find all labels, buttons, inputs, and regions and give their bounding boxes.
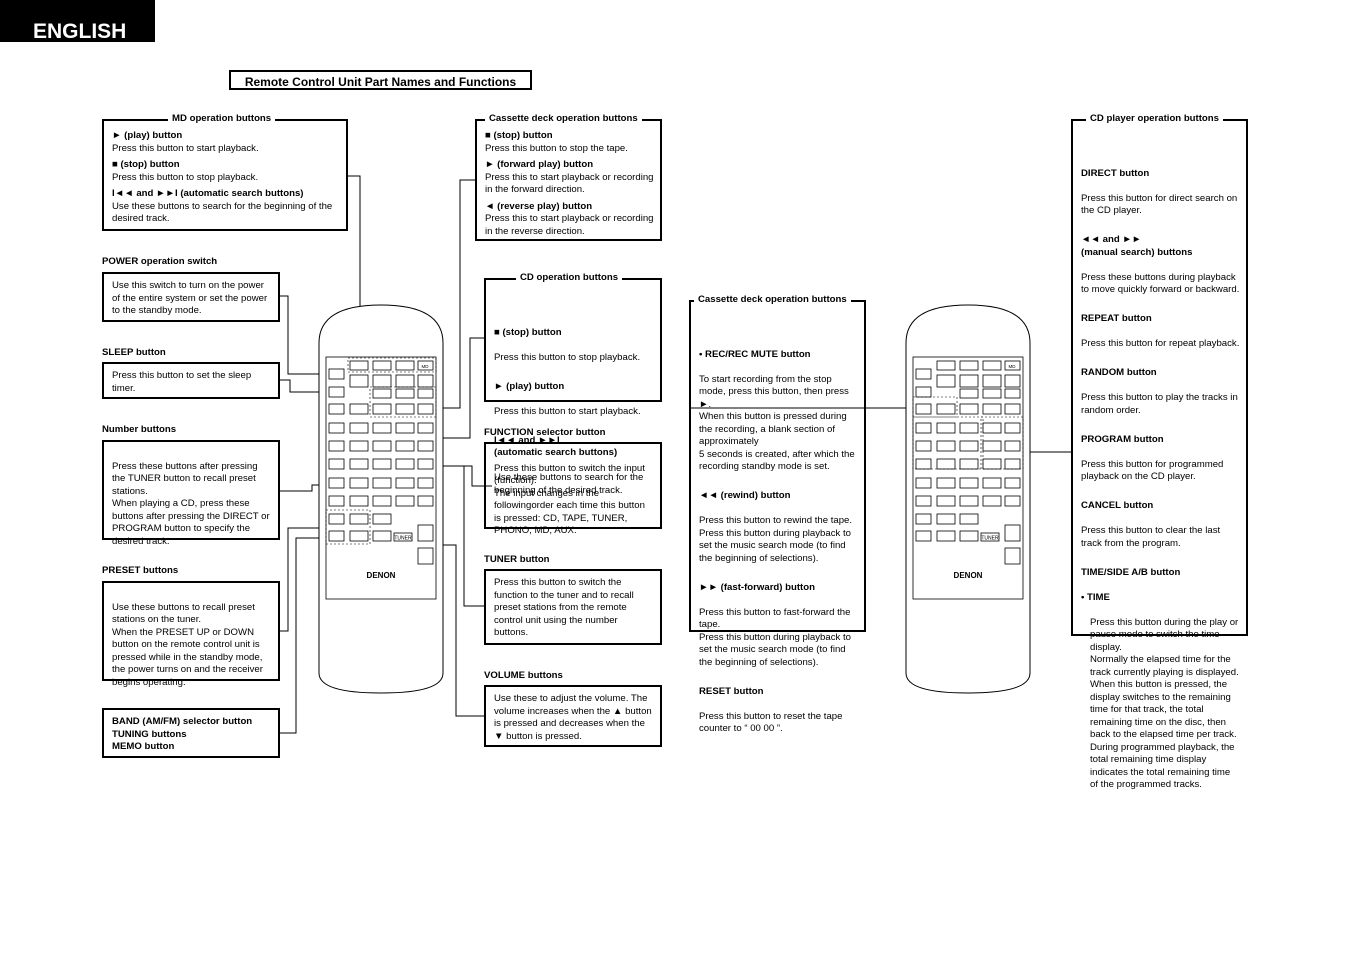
language-tab: ENGLISH [0, 0, 155, 42]
cdplayer-item-head: TIME/SIDE A/B button [1081, 566, 1181, 578]
remote-tuner-key: TUNER [394, 536, 412, 542]
cd-item-head: I◄◄ and ►►I (automatic search buttons) [494, 434, 618, 459]
function-box: Press this button to switch the input (f… [484, 442, 662, 536]
tuner-text: Press this button to switch the function… [494, 577, 634, 638]
cd-operation-box: CD operation buttons ■ (stop) button Pre… [484, 272, 662, 496]
language-label: ENGLISH [33, 20, 127, 43]
cdplayer-item-head: CANCEL button [1081, 500, 1154, 511]
md-item-text: Press this button to stop playback. [112, 171, 259, 183]
cd-player-operation-box: CD player operation buttons DIRECT butto… [1071, 113, 1248, 790]
sleep-label: SLEEP button [102, 347, 166, 358]
md-item-head: I◄◄ and ►►I (automatic search buttons) [112, 188, 304, 199]
cd-item-text: Press this button to stop playback. [494, 351, 641, 363]
cdplayer-item-text: Press these buttons during playback to m… [1081, 271, 1240, 296]
cassette2-item-text: Press this button to fast-forward the ta… [699, 606, 851, 668]
number-text: Press these buttons after pressing the T… [112, 460, 270, 547]
function-text: Press this button to switch the input (f… [494, 462, 645, 537]
cdplayer-item-text: Press this button for direct search on t… [1081, 192, 1238, 217]
tuner-box: Press this button to switch the function… [484, 569, 662, 645]
md-item-text: Use these buttons to search for the begi… [112, 200, 333, 225]
cd-operation-title: CD operation buttons [516, 272, 623, 285]
page-title: Remote Control Unit Part Names and Funct… [229, 70, 532, 90]
cdplayer-item-head: ◄◄ and ►► (manual search) buttons [1081, 234, 1193, 258]
cd-item-head: ■ (stop) button [494, 326, 562, 338]
preset-box: Use these buttons to recall preset stati… [102, 581, 280, 688]
tuner-label: TUNER button [484, 554, 550, 565]
cassette2-item-head: • REC/REC MUTE button [699, 348, 811, 360]
cassette-item-text: Press this button to stop the tape. [485, 142, 628, 154]
cd-item-head: ► (play) button [494, 380, 565, 392]
cdplayer-item-text: Press this button to play the tracks in … [1081, 392, 1238, 416]
cassette-item-head: ◄ (reverse play) button [485, 200, 593, 212]
cdplayer-time-text: Press this button during the play or pau… [1090, 616, 1239, 791]
cassette-item-text: Press this to start playback or recordin… [485, 171, 654, 196]
cassette-operation-title-2: Cassette deck operation buttons [694, 294, 851, 307]
remote-illustration-left: TUNER MD DENON [318, 304, 444, 694]
volume-box: Use these to adjust the volume. The volu… [484, 685, 662, 747]
cassette-item-head: ► (forward play) button [485, 159, 594, 170]
volume-label: VOLUME buttons [484, 670, 563, 681]
cdplayer-item-text: Press this button to clear the last trac… [1081, 525, 1221, 549]
cd-player-operation-title: CD player operation buttons [1086, 113, 1223, 126]
power-label: POWER operation switch [102, 256, 218, 267]
number-box: Press these buttons after pressing the T… [102, 440, 280, 547]
band-line: TUNING buttons [112, 728, 187, 740]
cd-item-text: Use these buttons to search for the begi… [494, 472, 644, 496]
preset-text: Use these buttons to recall preset stati… [112, 601, 263, 688]
cdplayer-item-text: Press this button for programmed playbac… [1081, 458, 1224, 483]
band-box: BAND (AM/FM) selector button TUNING butt… [102, 708, 280, 758]
cdplayer-item-head: PROGRAM button [1081, 433, 1164, 445]
cassette2-item-text: Press this button to rewind the tape. Pr… [699, 515, 853, 564]
cd-item-text: Press this button to start playback. [494, 405, 641, 417]
volume-text: Use these to adjust the volume. The volu… [494, 693, 652, 742]
cassette2-item-text: To start recording from the stop mode, p… [699, 373, 855, 473]
md-operation-box: MD operation buttons ► (play) button Pre… [102, 113, 348, 231]
function-label: FUNCTION selector button [484, 427, 606, 438]
cassette2-item-text: Press this button to reset the tape coun… [699, 710, 843, 735]
cassette-operation-title: Cassette deck operation buttons [485, 113, 642, 126]
cassette-item-head: ■ (stop) button [485, 130, 553, 141]
band-line: BAND (AM/FM) selector button [112, 716, 253, 727]
remote-md-key: MD [1009, 364, 1017, 369]
cassette2-item-head: ►► (fast-forward) button [699, 581, 815, 593]
cdplayer-time-head: • TIME [1081, 591, 1110, 603]
cassette-operation-box: Cassette deck operation buttons ■ (stop)… [475, 113, 662, 241]
sleep-text: Press this button to set the sleep timer… [112, 370, 252, 394]
remote-tuner-key: TUNER [981, 536, 999, 542]
md-item-head: ■ (stop) button [112, 159, 180, 170]
power-box: Use this switch to turn on the power of … [102, 272, 280, 322]
power-text: Use this switch to turn on the power of … [112, 280, 268, 316]
cdplayer-item-text: Press this button for repeat playback. [1081, 338, 1240, 349]
cassette2-item-head: ◄◄ (rewind) button [699, 490, 791, 501]
remote-illustration-right: TUNER MD DENON [905, 304, 1031, 694]
cassette-operation-box-2: Cassette deck operation buttons • REC/RE… [689, 294, 866, 734]
sleep-box: Press this button to set the sleep timer… [102, 362, 280, 399]
cassette2-item-head: RESET button [699, 685, 764, 697]
cdplayer-item-head: RANDOM button [1081, 367, 1157, 378]
number-label: Number buttons [102, 424, 177, 435]
md-operation-title: MD operation buttons [168, 113, 276, 126]
preset-label: PRESET buttons [102, 565, 179, 576]
remote-brand-logo: DENON [954, 571, 983, 580]
remote-brand-logo: DENON [367, 571, 396, 580]
md-item-head: ► (play) button [112, 130, 183, 141]
cdplayer-item-head: REPEAT button [1081, 313, 1152, 324]
cassette-item-text: Press this to start playback or recordin… [485, 213, 654, 237]
cdplayer-item-head: DIRECT button [1081, 167, 1150, 179]
md-item-text: Press this button to start playback. [112, 142, 259, 154]
remote-md-key: MD [422, 364, 430, 369]
band-line: MEMO button [112, 741, 175, 752]
